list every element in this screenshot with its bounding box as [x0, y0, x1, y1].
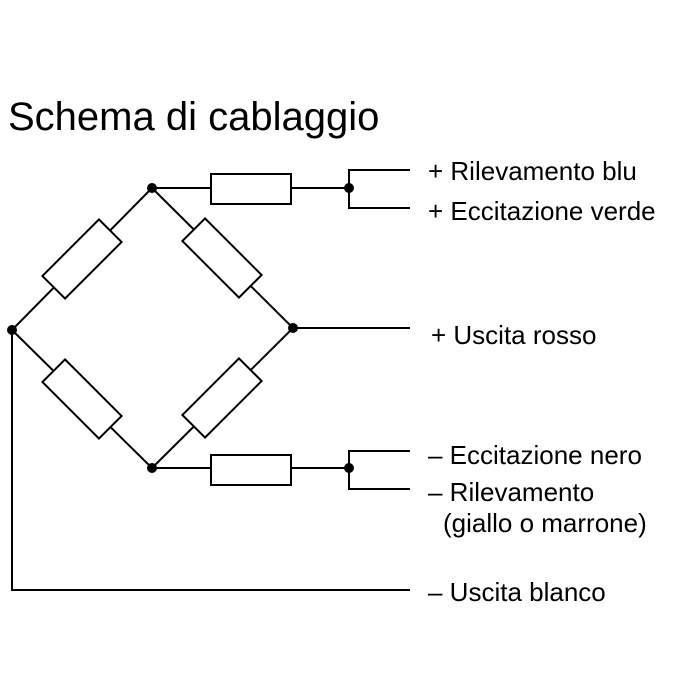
label-output-minus: – Uscita blanco — [428, 577, 606, 607]
node-bottom — [147, 463, 157, 473]
node-right — [288, 323, 298, 333]
resistor-upper-right — [180, 216, 264, 300]
label-output-plus: + Uscita rosso — [431, 320, 596, 350]
wire-sense-plus — [348, 169, 410, 188]
resistor-lower-right — [180, 356, 264, 440]
label-sense-minus: – Rilevamento — [428, 477, 594, 507]
node-top-junction — [344, 183, 354, 193]
label-excitation-plus: + Eccitazione verde — [428, 196, 656, 226]
resistor-upper-left — [40, 217, 124, 301]
label-sense-minus-colors: (giallo o marrone) — [443, 508, 647, 538]
node-top — [147, 183, 157, 193]
node-bottom-junction — [344, 463, 354, 473]
diagram-title: Schema di cablaggio — [8, 95, 379, 139]
wire-excitation-minus — [348, 450, 410, 468]
wire-output-minus — [11, 330, 410, 591]
wire-excitation-plus — [348, 188, 410, 209]
wire-sense-minus — [348, 468, 410, 490]
resistor-lower-left — [40, 357, 124, 441]
resistor-bottom-series — [210, 454, 292, 486]
label-sense-plus: + Rilevamento blu — [428, 156, 637, 186]
label-excitation-minus: – Eccitazione nero — [428, 440, 642, 470]
node-left — [7, 325, 17, 335]
resistor-top-series — [210, 173, 292, 205]
